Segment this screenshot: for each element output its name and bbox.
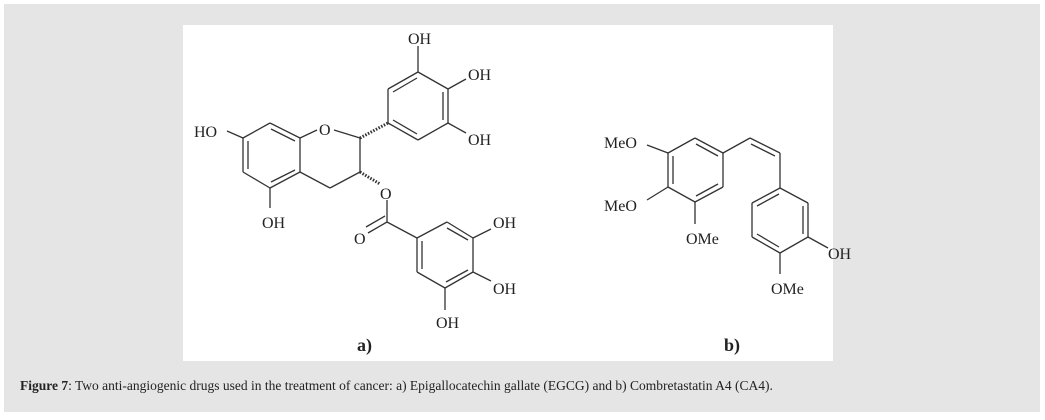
structure-egcg: OH OH OH HO O OH O O OH OH OH a) — [194, 31, 517, 356]
caption-text: : Two anti-angiogenic drugs used in the … — [68, 378, 773, 393]
atom-label: OMe — [771, 281, 804, 298]
structure-ca4: MeO MeO OMe OH OMe b) — [604, 135, 852, 356]
atom-label: MeO — [604, 135, 637, 152]
atom-label: OH — [828, 246, 852, 263]
figure-caption: Figure 7: Two anti-angiogenic drugs used… — [20, 378, 773, 394]
atom-label: OH — [408, 31, 432, 48]
atom-label: OH — [493, 281, 517, 298]
atom-label: OH — [262, 215, 286, 232]
atom-label: HO — [194, 124, 217, 141]
caption-label: Figure 7 — [20, 378, 69, 393]
figure-image — [183, 25, 833, 361]
atom-label: O — [319, 122, 331, 139]
atom-label: OH — [493, 215, 517, 232]
structure-label-a: a) — [357, 335, 372, 356]
atom-label: OMe — [686, 231, 719, 248]
atom-label: OH — [436, 315, 460, 332]
atom-label: O — [354, 231, 366, 248]
atom-label: OH — [468, 132, 492, 149]
structure-label-b: b) — [724, 335, 740, 356]
atom-label: OH — [468, 67, 492, 84]
atom-label: O — [380, 186, 392, 203]
atom-label: MeO — [604, 198, 637, 215]
